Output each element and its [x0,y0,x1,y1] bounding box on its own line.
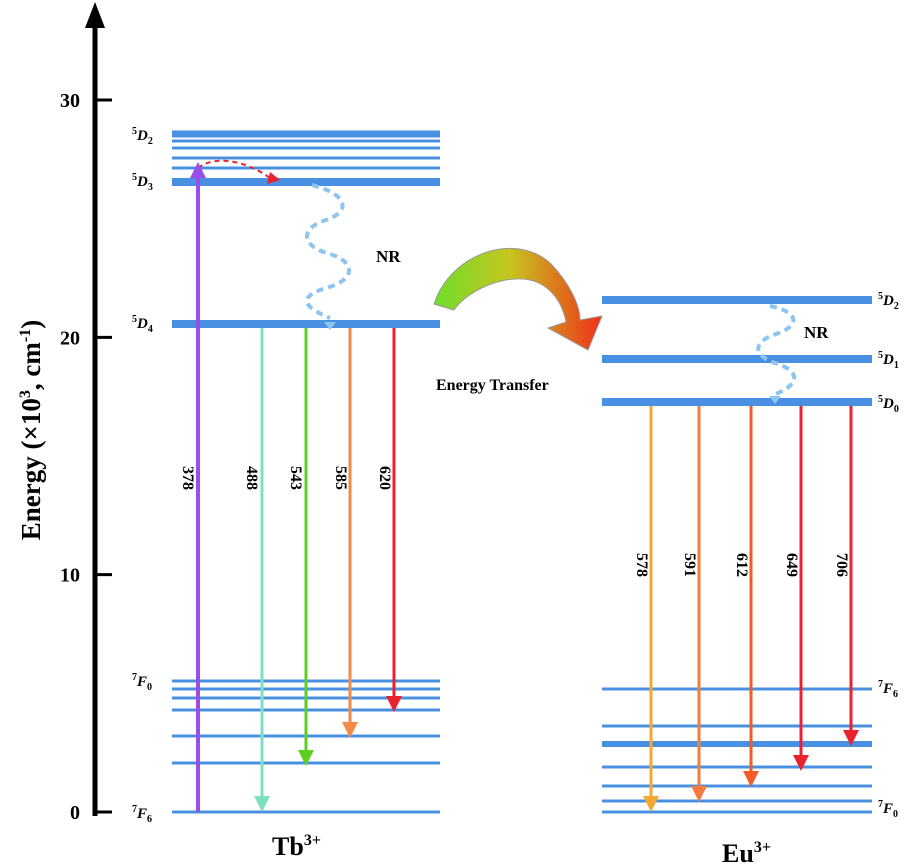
tb-energy-level [172,178,440,186]
tb-ion-label: Tb3+ [272,832,321,861]
eu-energy-level [602,355,872,363]
tb-energy-level [172,166,440,170]
eu-nr-label: NR [804,323,829,342]
y-tick-label: 0 [70,802,80,824]
tb-transition-488-head [254,796,270,812]
y-axis-title: Energy (×103, cm-1) [16,320,46,540]
tb-wavelength-378: 378 [179,466,196,490]
tb-label-5d3: 5D3 [132,172,153,193]
y-tick-label: 10 [60,565,80,587]
tb-transition-585-head [342,722,358,738]
tb-energy-level [172,130,440,138]
tb-energy-level [172,139,440,143]
tb-level-labels: 5D2 5D3 5D4 7F0 7F6 [132,126,153,825]
y-tick-label: 20 [60,327,80,349]
eu-wavelength-612: 612 [733,553,750,577]
y-axis-arrowhead [85,2,105,28]
tb-nr-wave [305,183,351,320]
tb-label-7f0: 7F0 [132,672,152,693]
eu-wavelength-591: 591 [681,553,698,577]
eu-label-7f0: 7F0 [878,799,898,820]
eu-label-5d1: 5D1 [878,350,899,371]
tb-wavelength-543: 543 [287,466,304,490]
eu-energy-level [602,687,872,691]
eu-nr-wave [756,304,797,396]
tb-transition-620-head [386,696,402,712]
eu-ion-label: Eu3+ [722,839,771,868]
eu-transition-578-head [643,796,659,812]
eu-energy-level [602,296,872,304]
eu-label-7f6: 7F6 [878,679,898,700]
eu-energy-level [602,724,872,728]
y-axis-ticks: 0 10 20 30 [60,90,112,824]
energy-transfer-label: Energy Transfer [436,377,549,394]
eu-transition-arrows: 578 591 612 649 706 [633,406,859,812]
tb-label-7f6: 7F6 [132,804,152,825]
eu-wavelength-649: 649 [783,553,800,577]
tb-energy-level [172,156,440,160]
y-tick-label: 30 [60,90,80,112]
eu-level-labels: 5D2 5D1 5D0 7F6 7F0 [878,291,899,820]
eu-transition-706-head [843,730,859,746]
eu-transition-612-head [743,771,759,787]
eu-energy-level [602,784,872,788]
tb-wavelength-488: 488 [243,466,260,490]
eu-energy-level [602,810,872,814]
eu-wavelength-706: 706 [833,553,850,577]
tb-energy-level [172,810,440,814]
tb-nr-label: NR [376,247,401,266]
y-axis: 0 10 20 30 [60,2,112,824]
eu-label-5d2: 5D2 [878,291,899,312]
tb-transition-543-head [298,750,314,766]
eu-transition-591-head [691,786,707,802]
eu-label-5d0: 5D0 [878,394,899,415]
tb-label-5d4: 5D4 [132,314,153,335]
eu-transition-649-head [793,755,809,771]
eu-energy-level [602,799,872,803]
tb-label-5d2: 5D2 [132,126,153,147]
tb-energy-level [172,320,440,328]
eu-energy-level [602,741,872,747]
eu-energy-levels [602,296,872,814]
tb-wavelength-585: 585 [332,466,349,490]
energy-transfer-arrow [433,247,603,351]
eu-nr-arrowhead [769,396,781,404]
tb-energy-level [172,146,440,150]
tb-nr-arrowhead [324,322,336,330]
tb-relaxation-arrowhead [267,172,280,184]
tb-transition-378-head [190,162,206,178]
eu-energy-level [602,398,872,406]
eu-energy-level [602,765,872,769]
tb-wavelength-620: 620 [376,466,393,490]
eu-wavelength-578: 578 [633,553,650,577]
tb-transition-arrows: 378 488 543 585 620 [179,162,402,812]
